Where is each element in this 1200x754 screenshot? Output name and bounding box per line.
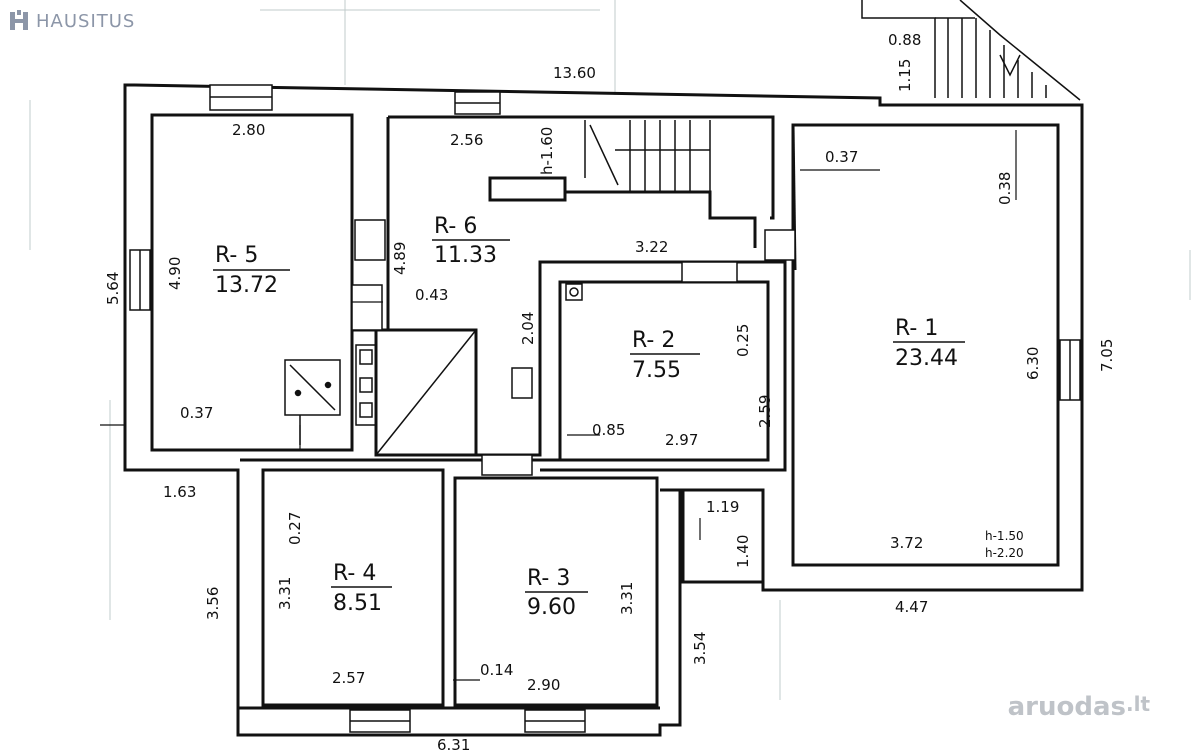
fixtures (284, 283, 583, 456)
dim-r3-off: 0.14 (480, 661, 513, 679)
dim-r1-width: 3.72 (890, 534, 923, 552)
dim-r6-width-top: 2.56 (450, 131, 483, 149)
room-code: R- 3 (527, 566, 570, 591)
room-area: 9.60 (527, 595, 576, 620)
dim-lower-left: 1.63 (163, 483, 196, 501)
aruodas-watermark: aruodas.lt (1008, 692, 1150, 722)
background-guidelines (29, 0, 1191, 700)
room-area: 8.51 (333, 591, 382, 616)
dim-r1-h2: h-2.20 (985, 546, 1024, 560)
dim-lower-total-h: 3.56 (204, 587, 222, 620)
dim-r2-top: 3.22 (635, 238, 668, 256)
room-area: 23.44 (895, 346, 958, 371)
dim-right-total: 7.05 (1098, 339, 1116, 372)
brand-name: HAUSITUS (36, 10, 136, 32)
dim-closet-h: 1.40 (734, 535, 752, 568)
dim-r4-off: 0.27 (286, 512, 304, 545)
dim-r5-height: 4.90 (166, 257, 184, 290)
room-area: 11.33 (434, 243, 497, 268)
dim-r3-width: 2.90 (527, 676, 560, 694)
windows (129, 84, 1081, 733)
dim-top-total: 13.60 (553, 64, 596, 82)
dimension-labels: 13.60 2.80 2.56 h-1.60 0.88 1.15 0.37 0.… (104, 31, 1116, 754)
dimension-lines (100, 130, 1017, 681)
dim-r1-off-left: 0.37 (825, 148, 858, 166)
room-code: R- 2 (632, 328, 675, 353)
dim-closet-w: 1.19 (706, 498, 739, 516)
dim-bottom-right: 4.47 (895, 598, 928, 616)
room-code: R- 6 (434, 214, 477, 239)
room-area: 13.72 (215, 273, 278, 298)
dim-r3-height: 3.31 (618, 582, 636, 615)
dim-r2-inner: 0.25 (734, 324, 752, 357)
dim-r1-h1: h-1.50 (985, 529, 1024, 543)
dim-r2-height: 2.59 (756, 395, 774, 428)
hausitus-logo[interactable]: HAUSITUS (10, 10, 135, 32)
dim-r6-mid: 4.89 (391, 242, 409, 275)
dim-r2-left: 2.04 (519, 312, 537, 345)
dim-bottom-total: 6.31 (437, 736, 470, 750)
room-code: R- 5 (215, 243, 258, 268)
dim-r4-width: 2.57 (332, 669, 365, 687)
dim-r1-off-top: 0.38 (996, 172, 1014, 205)
room-code: R- 4 (333, 561, 376, 586)
dim-stair-h: h-1.60 (538, 127, 556, 175)
dim-stair-w: 0.88 (888, 31, 921, 49)
room-labels: R- 5 13.72 R- 6 11.33 R- 2 7.55 R- 1 23.… (213, 214, 965, 620)
dim-bottom-mid-h: 3.54 (691, 632, 709, 665)
hausitus-logo-icon (10, 10, 30, 32)
watermark-suffix: .lt (1125, 692, 1150, 716)
dim-stair-len: 1.15 (896, 59, 914, 92)
dim-r6-gap: 0.43 (415, 286, 448, 304)
walls (123, 83, 1084, 737)
dim-r4-height: 3.31 (276, 577, 294, 610)
watermark-text: aruodas (1007, 692, 1126, 722)
dim-left-total: 5.64 (104, 272, 122, 305)
dim-r5-width: 2.80 (232, 121, 265, 139)
dim-r2-width: 2.97 (665, 431, 698, 449)
dim-r2-off: 0.85 (592, 421, 625, 439)
stairs (584, 0, 1081, 192)
room-area: 7.55 (632, 358, 681, 383)
dim-r1-height: 6.30 (1024, 347, 1042, 380)
room-code: R- 1 (895, 316, 938, 341)
dim-r5-off: 0.37 (180, 404, 213, 422)
